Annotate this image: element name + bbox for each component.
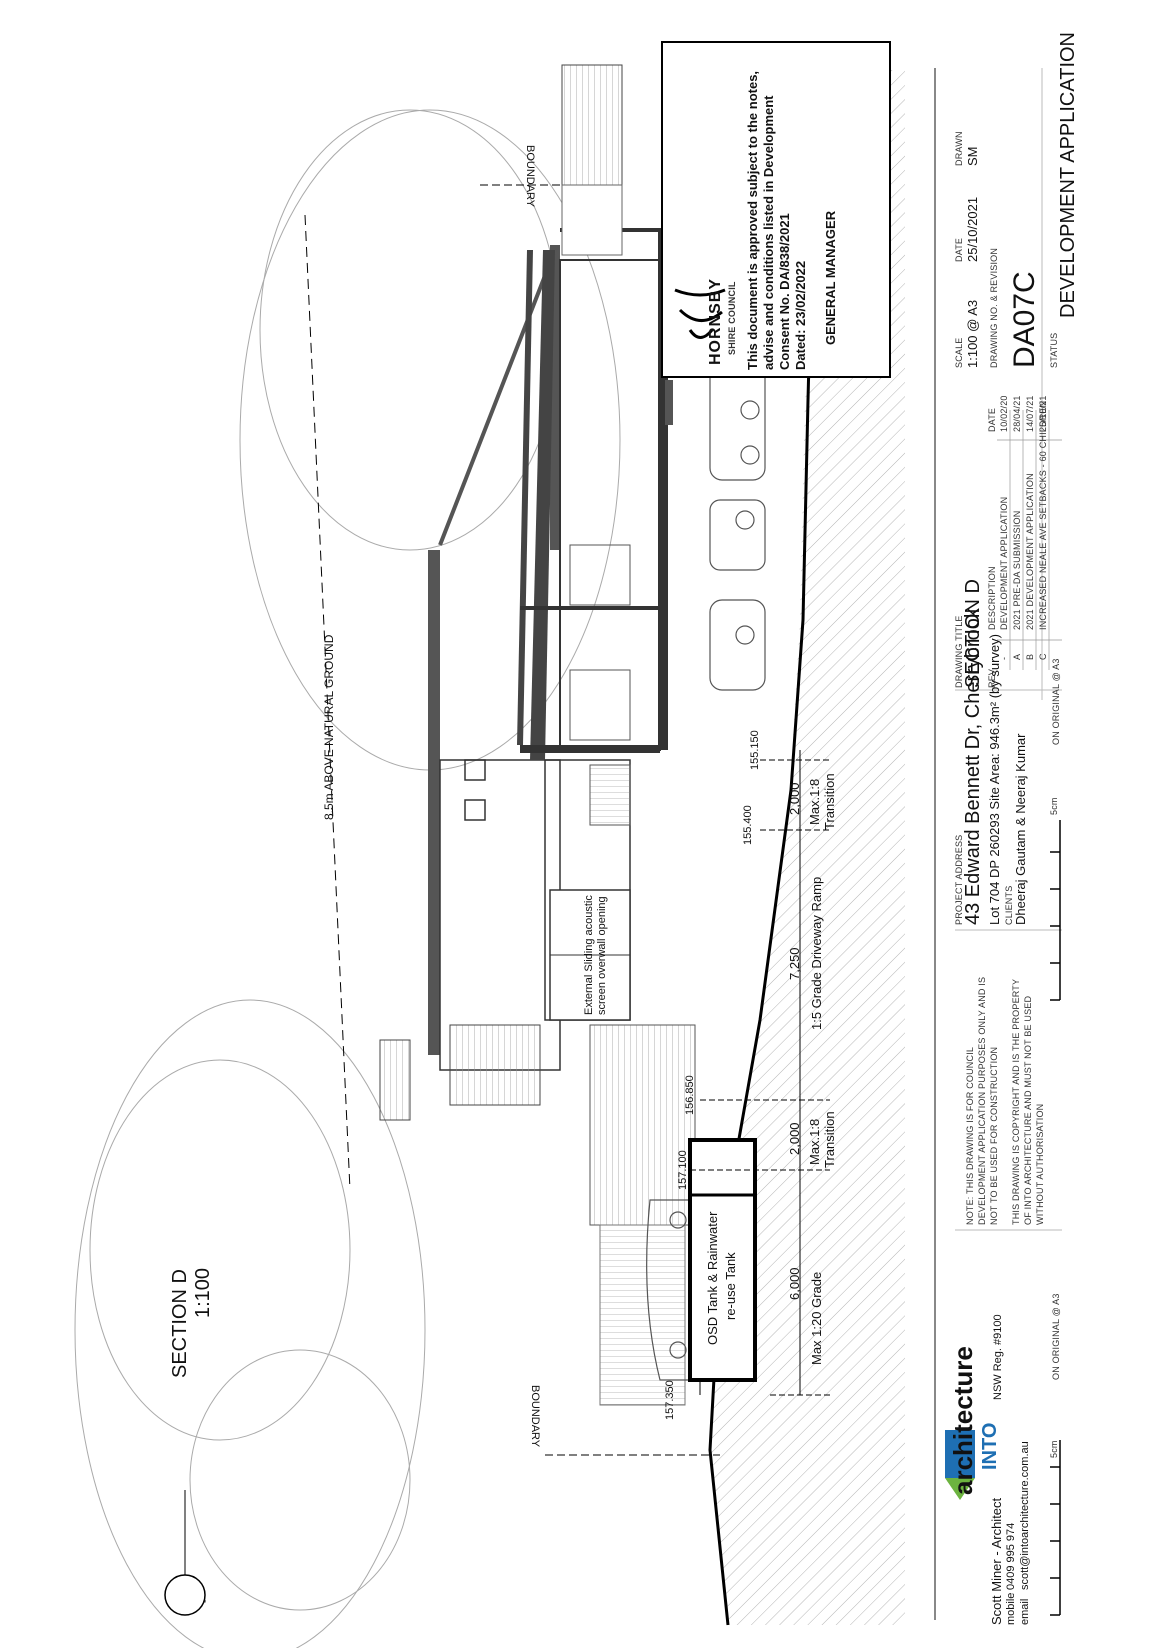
garage-wall — [658, 230, 668, 750]
council-name: HORNSBY — [707, 277, 724, 365]
drawn-value: SM — [965, 146, 980, 167]
dim-2000-a-label1: Max.1:8 — [807, 1118, 822, 1165]
level-156-850: 156.850 — [684, 1075, 696, 1115]
upper-level-box — [439, 759, 561, 1071]
hornsby-logo-icon — [674, 288, 726, 339]
copyright-line-1: THIS DRAWING IS COPYRIGHT AND IS THE PRO… — [1011, 978, 1021, 1225]
rev-1-desc: 2021 PRE-DA SUBMISSION — [1012, 510, 1022, 630]
rev-3-date: 25/10/21 — [1038, 395, 1048, 432]
scale-bar-unit-mid: 5cm — [1049, 797, 1059, 815]
date-label: DATE — [954, 237, 964, 262]
date-header: DATE — [987, 407, 997, 432]
mobile-label: mobile — [1005, 1592, 1017, 1625]
scale-value: 1:100 @ A3 — [965, 299, 980, 368]
ground-hatch-fill — [710, 70, 905, 1625]
stamp-signatory: GENERAL MANAGER — [823, 210, 838, 345]
osd-tank-label-2: re-use Tank — [723, 1252, 738, 1320]
rev-2-rev: B — [1025, 653, 1035, 660]
level-157-350: 157.350 — [664, 1380, 676, 1420]
mobile-value: 0409 995 974 — [1005, 1522, 1017, 1590]
dim-2000-b-value: 2,000 — [787, 782, 802, 815]
level-155-400: 155.400 — [742, 805, 754, 845]
stamp-line-3: Consent No. DA/838/2021 — [777, 213, 792, 370]
osd-tank-label-1: OSD Tank & Rainwater — [705, 1211, 720, 1345]
note-line-1: NOTE: THIS DRAWING IS FOR COUNCIL — [965, 1046, 975, 1225]
stamp-line-1: This document is approved subject to the… — [745, 70, 760, 370]
entry-fence — [589, 1024, 696, 1226]
note-line-2: DEVELOPMENT APPLICATION PURPOSES ONLY AN… — [977, 976, 987, 1225]
garage-cars — [709, 359, 766, 691]
scale-bar-note-mid: ON ORIGINAL @ A3 — [1051, 658, 1061, 745]
status-label: STATUS — [1049, 332, 1059, 368]
rev-0-desc: DEVELOPMENT APPLICATION — [999, 496, 1009, 630]
stamp-line-4: Dated: 23/02/2022 — [793, 260, 808, 370]
rev-2-desc: 2021 DEVELOPMENT APPLICATION — [1025, 473, 1035, 630]
copyright-line-2: OF INTO ARCHITECTURE AND MUST NOT BE USE… — [1023, 995, 1033, 1225]
dim-2000-b-label2: Transition — [822, 773, 837, 830]
level-155-150: 155.150 — [749, 730, 761, 770]
first-floor-slab — [530, 250, 555, 760]
architect-name: Scott Miner - Architect — [989, 1497, 1004, 1625]
brand-architecture: architecture — [948, 1346, 978, 1495]
revision-table-lines — [997, 410, 1062, 670]
into-architecture-logo-icon — [945, 1430, 975, 1500]
council-stamp-box — [661, 41, 891, 378]
rev-0-rev: - — [999, 656, 1009, 660]
email-value: scott@intoarchitecture.com.au — [1019, 1441, 1031, 1590]
status-value: DEVELOPMENT APPLICATION — [1057, 31, 1079, 318]
clients: Dheeraj Gautam & Neeraj Kumar — [1013, 733, 1028, 925]
note-line-3: NOT TO BE USED FOR CONSTRUCTION — [989, 1046, 999, 1225]
height-plane-line — [304, 214, 351, 1191]
rev-header: REV — [987, 668, 997, 688]
brand-into: INTO — [979, 1422, 1001, 1470]
drawn-label: DRAWN — [954, 131, 964, 166]
dim-7250-label: 1:5 Grade Driveway Ramp — [809, 876, 824, 1030]
council-sub: SHIRE COUNCIL — [727, 281, 737, 355]
email-label: email — [1019, 1598, 1031, 1625]
architect-reg: NSW Reg. #9100 — [992, 1314, 1004, 1400]
boundary-label-top: BOUNDARY — [524, 145, 536, 208]
screen-note-line1: External Sliding acoustic — [583, 895, 595, 1015]
section-scale: 1:100 — [192, 1267, 214, 1318]
rev-1-date: 28/04/21 — [1012, 395, 1022, 432]
date-value: 25/10/2021 — [965, 196, 980, 262]
section-title: SECTION D — [169, 1269, 191, 1378]
screen-note-line2: screen overwall opening — [596, 896, 608, 1015]
height-plane-note: 8.5m ABOVE NATURAL GROUND — [322, 634, 336, 820]
rev-3-desc: INCREASED NEALE AVE SETBACKS - 60 CHILDR… — [1038, 400, 1048, 630]
dim-2000-a-label2: Transition — [822, 1111, 837, 1168]
desc-header: DESCRIPTION — [987, 566, 997, 630]
rev-3-rev: C — [1038, 653, 1048, 660]
drawing-no-label: DRAWING NO. & REVISION — [989, 247, 999, 368]
copyright-line-3: WITHOUT AUTHORISATION — [1035, 1103, 1045, 1225]
scale-bar-mid — [1050, 820, 1061, 1001]
dim-6000-value: 6,000 — [787, 1267, 802, 1300]
drawing-title: SECTION D — [962, 579, 984, 688]
roof-slab — [428, 550, 440, 1055]
rev-0-date: 10/02/20 — [999, 395, 1009, 432]
rev-2-date: 14/07/21 — [1025, 395, 1035, 432]
stamp-line-2: advise and conditions listed in Developm… — [761, 95, 776, 371]
scale-label: SCALE — [954, 337, 964, 368]
rev-1-rev: A — [1012, 653, 1022, 660]
scale-bar-left — [1050, 1440, 1061, 1616]
scale-bar-unit-left: 5cm — [1049, 1440, 1059, 1458]
boundary-label-bottom: BOUNDARY — [529, 1385, 541, 1448]
section-marker-circle — [164, 1574, 206, 1616]
ground-line — [708, 239, 814, 1626]
ramp-car — [646, 1199, 691, 1381]
dim-6000-label: Max 1:20 Grade — [809, 1271, 824, 1365]
drawing-no: DA07C — [1008, 271, 1041, 368]
level-157-100: 157.100 — [677, 1150, 689, 1190]
dim-2000-a-value: 2,000 — [787, 1122, 802, 1155]
dimension-lines — [690, 750, 830, 1396]
section-marker-label: - — [199, 1599, 211, 1603]
dim-7250-value: 7,250 — [787, 947, 802, 980]
scale-bar-note-left: ON ORIGINAL @ A3 — [1051, 1293, 1061, 1380]
louvre-panel — [449, 1024, 541, 1106]
dim-2000-b-label1: Max.1:8 — [807, 778, 822, 825]
osd-tank — [688, 1138, 757, 1382]
